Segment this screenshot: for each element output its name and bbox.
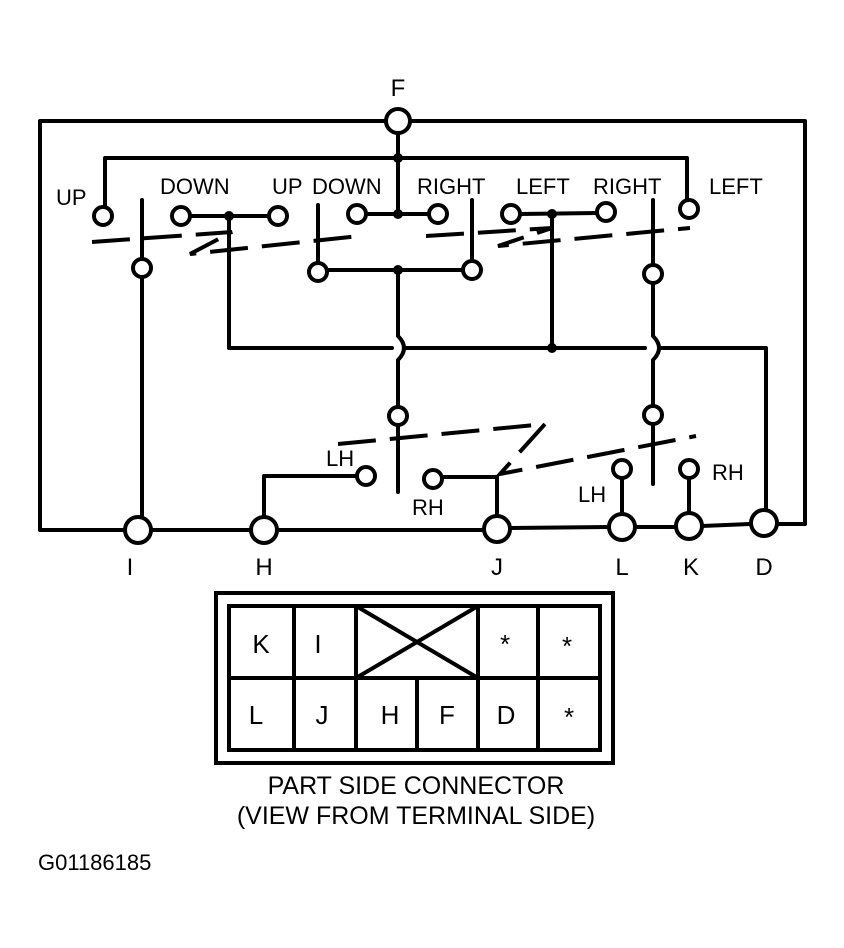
figure-id: G01186185	[38, 850, 151, 875]
selector-contact-lh-2	[611, 458, 633, 480]
label-rh-2: RH	[712, 460, 744, 485]
selector-contact-rh-2	[678, 458, 700, 480]
cavity-star-1: *	[500, 629, 510, 659]
lower-selector	[262, 404, 700, 522]
cavity-f: F	[439, 700, 455, 730]
cavity-star-2: *	[562, 631, 572, 661]
selector-labels: LH RH LH RH	[326, 446, 744, 520]
label-terminal-d: D	[755, 554, 772, 581]
switch-blades	[131, 198, 664, 520]
label-rh-1: RH	[412, 495, 444, 520]
contact-left-right	[678, 198, 700, 220]
terminal-h	[249, 515, 279, 545]
terminal-l	[607, 512, 637, 542]
label-up-left: UP	[56, 185, 87, 210]
switch-labels: UP DOWN UP DOWN RIGHT LEFT RIGHT LEFT	[56, 174, 763, 210]
terminal-k	[674, 511, 704, 541]
contact-down-mid	[346, 203, 368, 225]
connector-face	[214, 591, 615, 765]
contact-up-left	[92, 205, 114, 227]
junction-dot	[393, 209, 403, 219]
label-terminal-j: J	[491, 554, 503, 581]
cavity-j: J	[316, 700, 329, 730]
contact-down-left	[170, 205, 192, 227]
cavity-h: H	[381, 700, 400, 730]
terminal-j	[482, 514, 512, 544]
cavity-star-3: *	[564, 702, 574, 732]
common-bus-wire	[103, 131, 689, 219]
cavity-l: L	[249, 700, 263, 730]
junction-dot	[393, 153, 403, 163]
middle-bus-wire	[227, 212, 768, 514]
label-terminal-h: H	[255, 554, 272, 581]
label-lh-1: LH	[326, 446, 354, 471]
cavity-d: D	[497, 700, 516, 730]
bottom-bus-wire	[149, 522, 752, 532]
pivot-contact-i	[131, 257, 153, 279]
blank-cavity-cross	[354, 604, 480, 680]
junction-dot	[547, 343, 557, 353]
connector-cavity-labels: K I * * L J H F D *	[249, 629, 574, 732]
label-terminal-l: L	[615, 554, 628, 581]
connector-caption: PART SIDE CONNECTOR (VIEW FROM TERMINAL …	[237, 772, 595, 830]
label-right-mid: RIGHT	[417, 174, 485, 199]
terminal-f	[384, 107, 412, 135]
contact-right-right	[595, 201, 617, 223]
terminal-labels: F I H J L K D	[127, 75, 773, 581]
pivot-contact-d	[642, 263, 664, 285]
caption-line-1: PART SIDE CONNECTOR	[268, 772, 565, 800]
label-up-mid: UP	[272, 174, 303, 199]
selector-pivot-left	[387, 405, 409, 427]
terminal-i	[123, 515, 153, 545]
label-down-mid: DOWN	[312, 174, 382, 199]
upper-linkage	[91, 226, 691, 256]
label-lh-2: LH	[578, 482, 606, 507]
label-terminal-k: K	[683, 554, 699, 581]
label-down-left: DOWN	[160, 174, 230, 199]
contact-right-mid	[427, 203, 449, 225]
label-terminal-i: I	[127, 554, 134, 581]
pivot-contact-rightleft	[461, 259, 483, 281]
selector-contact-rh-1	[422, 468, 444, 490]
contact-left-mid	[500, 203, 522, 225]
terminal-d	[749, 508, 779, 538]
cavity-i: I	[314, 629, 321, 659]
cavity-k: K	[252, 629, 270, 659]
label-left-mid: LEFT	[516, 174, 570, 199]
selector-contact-lh-1	[355, 465, 377, 487]
label-right-right: RIGHT	[593, 174, 661, 199]
caption-line-2: (VIEW FROM TERMINAL SIDE)	[237, 802, 595, 830]
outer-frame-wire	[38, 119, 807, 532]
contact-up-mid	[267, 205, 289, 227]
selector-pivot-right	[642, 404, 664, 426]
label-left-right: LEFT	[709, 174, 763, 199]
upper-switch-contacts	[92, 198, 700, 227]
pivot-contact-updown	[307, 261, 329, 283]
label-terminal-f: F	[391, 75, 406, 102]
terminals	[123, 107, 779, 545]
